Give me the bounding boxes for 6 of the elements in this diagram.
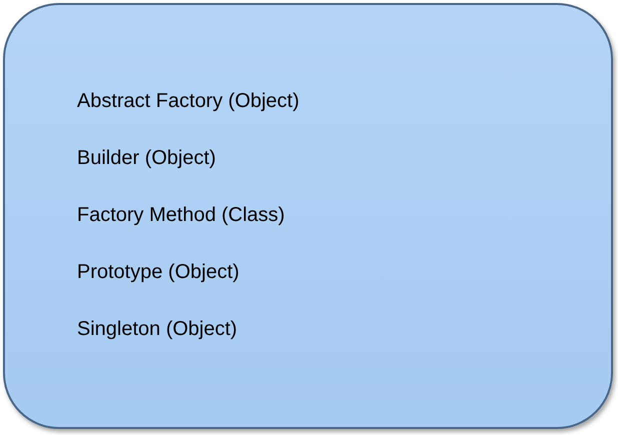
list-item-text: Builder (Object) [77, 146, 217, 170]
list-item-text: Singleton (Object) [77, 317, 238, 341]
rounded-panel [3, 3, 613, 429]
list-item-text: Abstract Factory (Object) [77, 89, 300, 113]
list-item-text: Prototype (Object) [77, 260, 240, 284]
list-item-text: Factory Method (Class) [77, 203, 286, 227]
